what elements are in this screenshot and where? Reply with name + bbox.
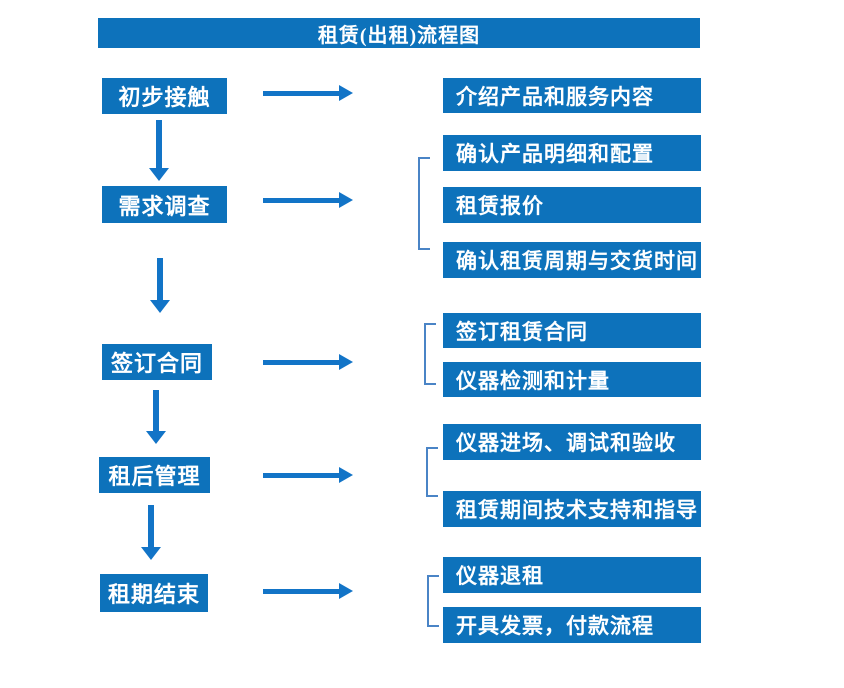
- step-demand-survey: 需求调查: [102, 186, 227, 223]
- group-bracket-icon: [418, 157, 430, 250]
- arrow-right-icon: [263, 354, 353, 370]
- arrow-head: [146, 431, 166, 444]
- arrow-head: [149, 168, 169, 181]
- detail-confirm-period-delivery: 确认租赁周期与交货时间: [443, 242, 701, 278]
- arrow-shaft: [263, 588, 339, 594]
- arrow-shaft: [153, 390, 159, 431]
- group-bracket-icon: [427, 575, 439, 627]
- step-initial-contact: 初步接触: [102, 78, 227, 114]
- step-post-rental-management: 租后管理: [99, 457, 210, 493]
- arrow-down-icon: [146, 390, 166, 444]
- arrow-shaft: [157, 258, 163, 300]
- arrow-head: [141, 547, 161, 560]
- arrow-head: [339, 467, 353, 483]
- arrow-right-icon: [263, 467, 353, 483]
- arrow-shaft: [263, 472, 339, 478]
- arrow-shaft: [263, 359, 339, 365]
- detail-instrument-setup-acceptance: 仪器进场、调试和验收: [443, 424, 701, 460]
- page-title: 租赁(出租)流程图: [98, 18, 700, 48]
- arrow-head: [339, 583, 353, 599]
- arrow-down-icon: [149, 120, 169, 181]
- arrow-head: [150, 300, 170, 313]
- arrow-down-icon: [150, 258, 170, 313]
- detail-invoice-payment: 开具发票，付款流程: [443, 607, 701, 643]
- detail-instrument-inspection: 仪器检测和计量: [443, 362, 701, 397]
- detail-rental-tech-support: 租赁期间技术支持和指导: [443, 491, 701, 527]
- detail-sign-rental-contract: 签订租赁合同: [443, 313, 701, 348]
- detail-intro-products: 介绍产品和服务内容: [443, 78, 701, 113]
- arrow-head: [339, 192, 353, 208]
- detail-confirm-product-config: 确认产品明细和配置: [443, 135, 701, 171]
- arrow-right-icon: [263, 192, 353, 208]
- arrow-right-icon: [263, 85, 353, 101]
- arrow-shaft: [156, 120, 162, 168]
- arrow-shaft: [148, 505, 154, 547]
- arrow-down-icon: [141, 505, 161, 560]
- arrow-shaft: [263, 90, 339, 96]
- step-sign-contract: 签订合同: [102, 344, 212, 380]
- arrow-head: [339, 85, 353, 101]
- arrow-head: [339, 354, 353, 370]
- step-lease-end: 租期结束: [100, 574, 208, 612]
- group-bracket-icon: [426, 447, 438, 497]
- arrow-shaft: [263, 197, 339, 203]
- detail-instrument-return: 仪器退租: [443, 557, 701, 593]
- detail-rental-quote: 租赁报价: [443, 187, 701, 223]
- arrow-right-icon: [263, 583, 353, 599]
- group-bracket-icon: [424, 323, 436, 385]
